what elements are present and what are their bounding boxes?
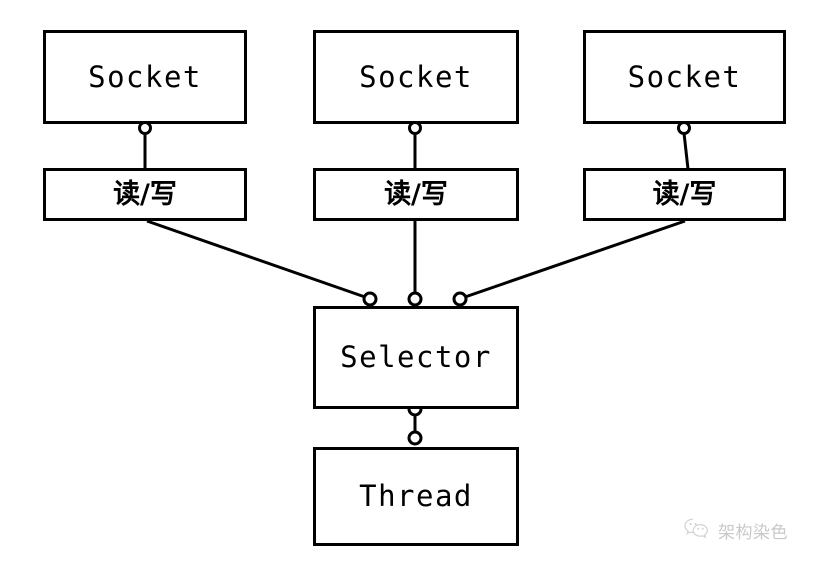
- connector-socket2-rw2: [408, 121, 422, 169]
- node-label: Selector: [340, 340, 492, 374]
- connector-selector-thread: [407, 401, 423, 446]
- node-label: Socket: [88, 59, 202, 94]
- connector-socket1-rw1: [138, 121, 152, 169]
- node-read-write-2[interactable]: 读/写: [313, 168, 519, 221]
- connector-rw1-selector: [146, 219, 378, 307]
- node-label: Thread: [359, 479, 473, 513]
- connector-rw3-selector: [452, 219, 686, 307]
- node-thread[interactable]: Thread: [313, 447, 519, 546]
- node-read-write-1[interactable]: 读/写: [43, 168, 247, 221]
- node-label: Socket: [359, 59, 473, 94]
- node-socket-3[interactable]: Socket: [583, 30, 786, 124]
- node-read-write-3[interactable]: 读/写: [583, 168, 786, 221]
- node-label: 读/写: [384, 179, 448, 210]
- node-label: 读/写: [652, 179, 717, 210]
- node-label: Socket: [627, 59, 742, 94]
- node-socket-1[interactable]: Socket: [43, 30, 247, 124]
- node-label: 读/写: [113, 179, 177, 210]
- connector-socket3-rw3: [677, 121, 691, 170]
- node-socket-2[interactable]: Socket: [313, 30, 519, 124]
- connector-rw2-selector: [407, 221, 423, 307]
- node-selector[interactable]: Selector: [313, 306, 519, 409]
